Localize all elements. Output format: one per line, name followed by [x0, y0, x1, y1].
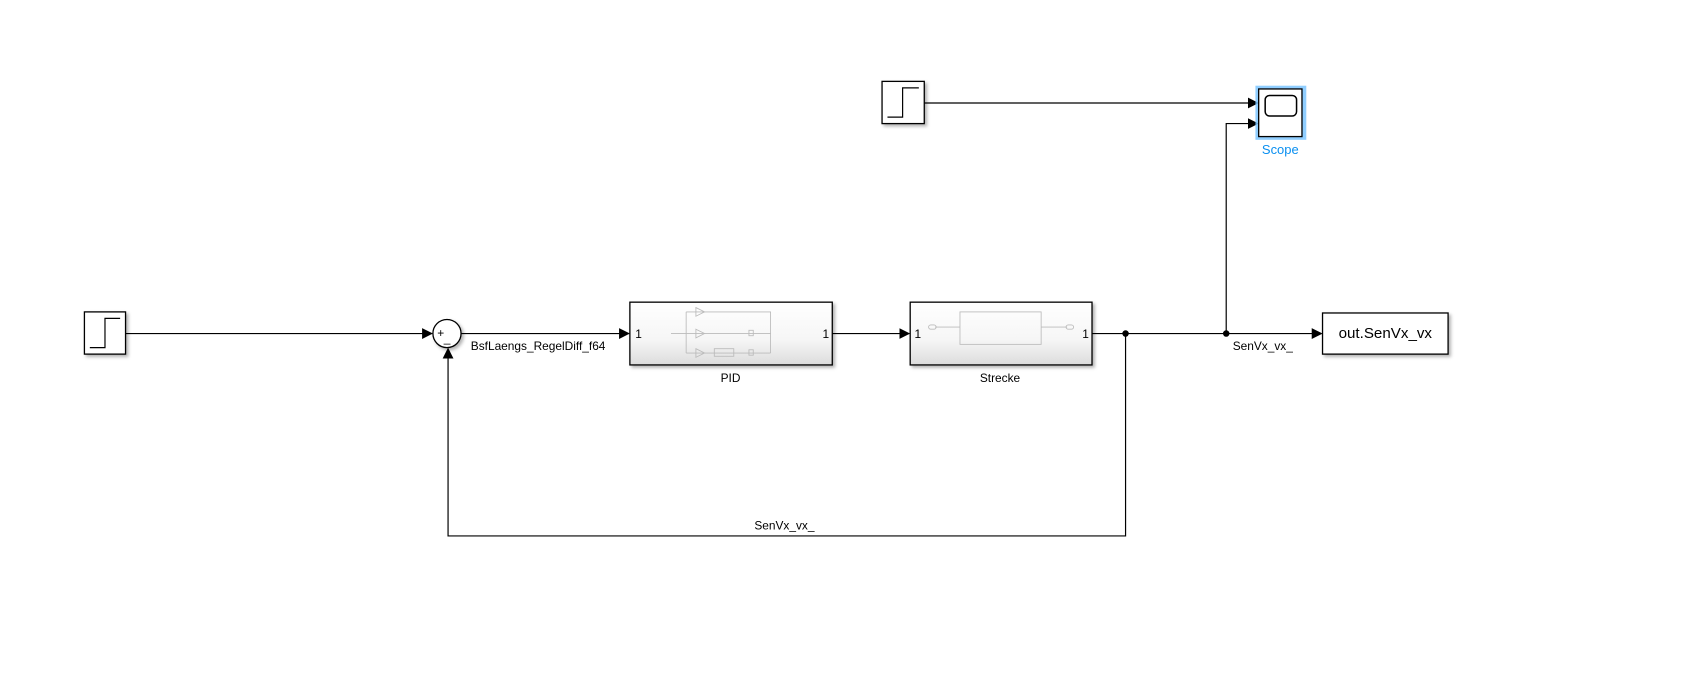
step-block-2[interactable]	[881, 80, 925, 125]
feedback-signal-label[interactable]: SenVx_vx_	[754, 518, 815, 532]
strecke-block-label[interactable]: Strecke	[980, 371, 1021, 385]
outport-block[interactable]: out.SenVx_vx	[1321, 312, 1449, 355]
branch-point	[1122, 330, 1129, 337]
strecke-block[interactable]: 1 1	[909, 301, 1093, 366]
scope-block-label[interactable]: Scope	[1262, 142, 1299, 157]
minus-sign: _	[443, 331, 451, 345]
pid-in-port: 1	[635, 327, 642, 341]
plus-sign: +	[437, 326, 444, 340]
strecke-out-port: 1	[1082, 327, 1089, 341]
scope-screen-icon	[1264, 94, 1298, 117]
outport-label: out.SenVx_vx	[1339, 325, 1433, 342]
pid-out-port: 1	[823, 327, 830, 341]
step-block-1[interactable]	[83, 311, 127, 355]
strecke-internal-icon	[928, 311, 1075, 345]
sum-block[interactable]: + _	[432, 318, 462, 349]
feedback-line[interactable]	[442, 333, 1127, 537]
step-icon	[887, 87, 919, 118]
output-signal-label[interactable]: SenVx_vx_	[1233, 339, 1294, 353]
pid-internal-icon	[671, 306, 772, 359]
pid-block-label[interactable]: PID	[721, 371, 741, 385]
step-icon	[89, 317, 121, 349]
branch-point	[1222, 330, 1230, 337]
signal-lines[interactable]	[125, 97, 1323, 537]
error-signal-label[interactable]: BsfLaengs_RegelDiff_f64	[471, 339, 606, 353]
scope-branch-line[interactable]	[1225, 118, 1259, 334]
pid-block[interactable]: 1 1	[629, 301, 833, 366]
scope-block[interactable]	[1255, 85, 1307, 140]
strecke-in-port: 1	[915, 327, 922, 341]
